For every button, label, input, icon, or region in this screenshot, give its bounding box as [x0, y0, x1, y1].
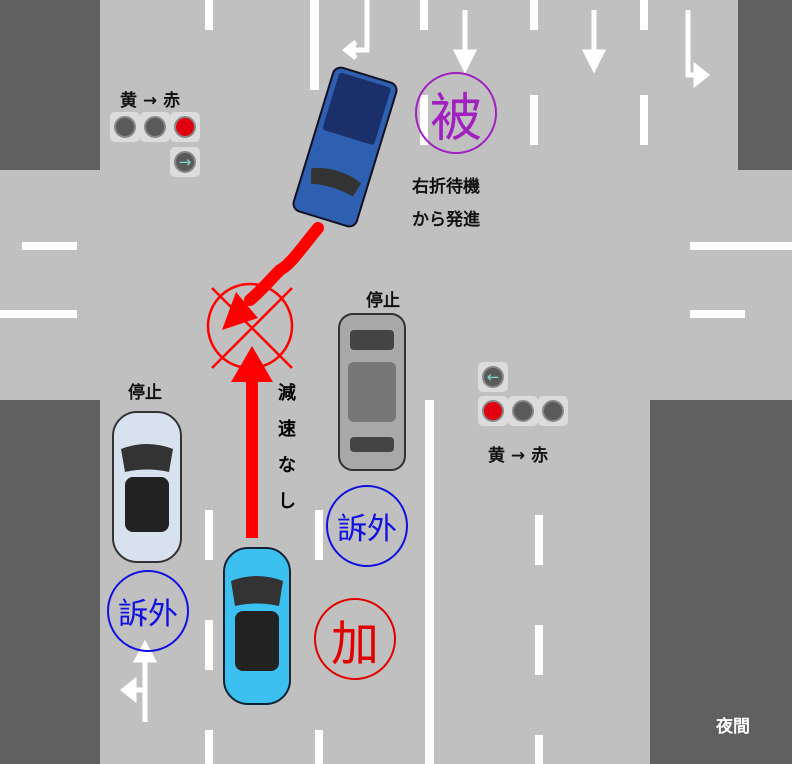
outside-party-stamp-right: 訴外 [326, 485, 408, 567]
victim-path-arrow [244, 222, 324, 306]
lane-line [0, 310, 77, 318]
signal-lamp-off [110, 112, 140, 142]
stopped-car-gray [338, 313, 406, 471]
center-line [425, 400, 434, 764]
lane-line [535, 515, 543, 565]
stopped-car-white [112, 411, 182, 563]
sidewalk-top-right [738, 0, 792, 170]
victim-arrowhead [222, 292, 258, 330]
lane-line [315, 730, 323, 764]
road-arrow-straight [452, 10, 607, 74]
signal-lamp-red [170, 112, 200, 142]
offender-path-arrow [246, 378, 258, 538]
sidewalk-bottom-left [0, 400, 100, 764]
lane-line [690, 310, 745, 318]
offender-arrowhead [231, 346, 273, 382]
signal-lamp-off [508, 396, 538, 426]
lane-line [530, 95, 538, 145]
lane-line [205, 620, 213, 670]
lane-line [205, 510, 213, 560]
signal-arrow-left-icon: ← [478, 362, 508, 392]
no-deceleration-label: 減速なし [278, 383, 296, 512]
collision-mark [206, 282, 294, 370]
lane-line [640, 0, 648, 30]
signal-lamp-off [140, 112, 170, 142]
signal-lamp-off [538, 396, 568, 426]
lane-line [22, 242, 77, 250]
sidewalk-top-left [0, 0, 100, 170]
signal-lamp-red [478, 396, 508, 426]
sidewalk-bottom-right [650, 400, 792, 764]
road-arrow-straight-left [119, 639, 158, 722]
lane-line [205, 0, 213, 30]
lane-line [640, 95, 648, 145]
lane-line [420, 0, 428, 30]
offender-car [223, 547, 291, 705]
lane-line [690, 242, 792, 250]
signal-arrow-right-icon: → [170, 147, 200, 177]
victim-stamp: 被 [415, 72, 497, 154]
lane-line [205, 730, 213, 764]
victim-action-line1: 右折待機 [412, 177, 480, 197]
victim-pickup-truck [292, 66, 398, 228]
offender-stamp: 加 [314, 598, 396, 680]
signal-label-top-left: 黄 → 赤 [120, 91, 181, 111]
victim-action-line2: から発進 [412, 210, 480, 230]
stopped-label-top: 停止 [366, 291, 400, 311]
lane-line [535, 625, 543, 675]
road-arrow-left-turn [341, 0, 370, 60]
lane-line [315, 510, 323, 560]
lane-line [535, 735, 543, 764]
stopped-label-left: 停止 [128, 383, 162, 403]
lane-line [530, 0, 538, 30]
night-label: 夜間 [716, 717, 750, 737]
outside-party-stamp-left: 訴外 [107, 570, 189, 652]
signal-label-right: 黄 → 赤 [488, 446, 549, 466]
road-arrow-right-turn [685, 10, 711, 89]
lane-line [310, 0, 319, 90]
